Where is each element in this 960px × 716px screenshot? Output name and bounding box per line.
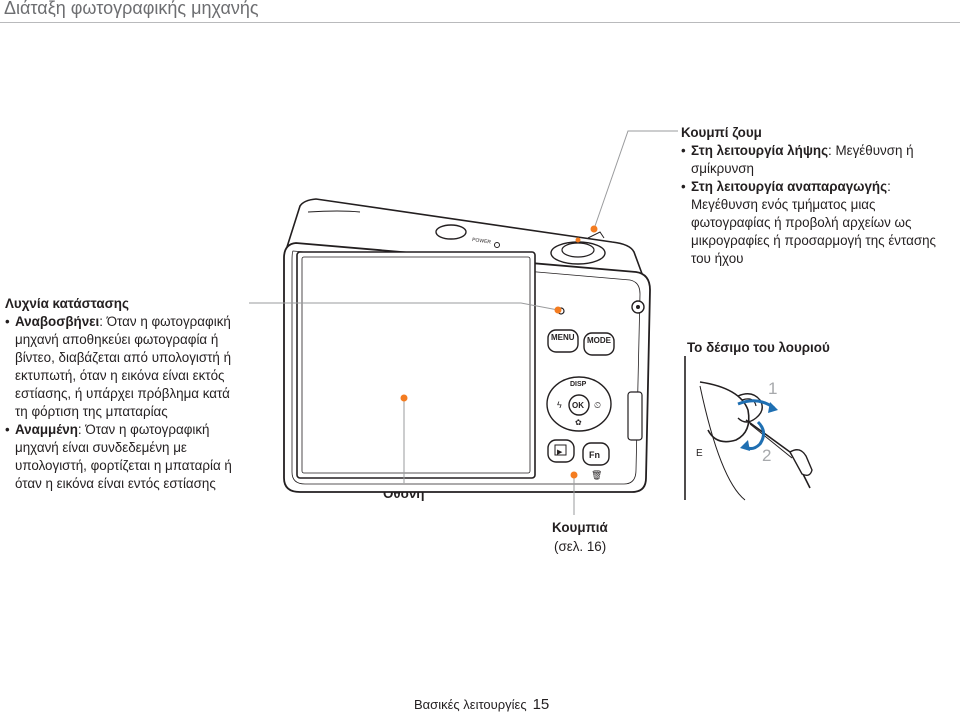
buttons-label: Κουμπιά: [552, 520, 608, 535]
strap-step-1: 1: [768, 379, 777, 398]
svg-text:E: E: [696, 448, 703, 459]
status-lamp-list: Αναβοσβήνει: Όταν η φωτογραφική μηχανή α…: [5, 313, 241, 493]
fn-button[interactable]: [582, 442, 610, 466]
shutter-button[interactable]: [561, 242, 595, 258]
footer-section: Βασικές λειτουργίες: [414, 697, 527, 712]
menu-button[interactable]: [547, 329, 579, 353]
menu-label: MENU: [551, 333, 575, 342]
disp-label: DISP: [570, 381, 587, 388]
usb-port-cover: [627, 391, 643, 441]
zoom-callout-list: Στη λειτουργία λήψης: Μεγέθυνση ή σμίκρυ…: [681, 142, 943, 268]
fn-label: Fn: [589, 450, 600, 460]
ok-button[interactable]: [568, 394, 590, 416]
strap-step-2: 2: [762, 446, 771, 465]
leader-lines: [249, 130, 678, 515]
strap-inset: E 1 2: [684, 356, 813, 501]
zoom-callout-item: Στη λειτουργία λήψης: Μεγέθυνση ή σμίκρυ…: [681, 142, 943, 178]
page-number: 15: [532, 696, 550, 713]
page-header-title: Διάταξη φωτογραφικής μηχανής: [4, 0, 259, 18]
delete-icon: 🗑: [591, 470, 602, 480]
status-lamp-title: Λυχνία κατάστασης: [5, 296, 129, 311]
ok-label: OK: [572, 401, 584, 410]
playback-icon: ▶: [557, 449, 563, 456]
zoom-callout-title: Κουμπί ζουμ: [681, 125, 762, 140]
zoom-callout-item: Στη λειτουργία αναπαραγωγής: Μεγέθυνση ε…: [681, 178, 943, 268]
status-lamp-item: Αναβοσβήνει: Όταν η φωτογραφική μηχανή α…: [5, 313, 241, 421]
power-label: POWER: [472, 237, 492, 246]
flash-icon: ϟ: [557, 400, 562, 410]
buttons-page-ref: (σελ. 16): [554, 539, 607, 554]
zoom-callout: Κουμπί ζουμ Στη λειτουργία λήψης: Μεγέθυ…: [681, 124, 943, 268]
page-footer: Βασικές λειτουργίες 15: [414, 696, 549, 713]
timer-icon: ⏲: [594, 400, 601, 410]
status-lamp-callout: Λυχνία κατάστασης Αναβοσβήνει: Όταν η φω…: [5, 295, 241, 493]
power-button[interactable]: [435, 224, 467, 240]
leader-points: [400, 225, 598, 479]
status-lamp-item: Αναμμένη: Όταν η φωτογραφική μηχανή είνα…: [5, 421, 241, 493]
mode-label: MODE: [587, 336, 612, 345]
power-lamp: [494, 242, 500, 248]
strap-title: Το δέσιμο του λουριού: [687, 340, 830, 355]
macro-icon: ✿: [575, 418, 582, 427]
header-divider: [0, 22, 960, 23]
mode-button[interactable]: [583, 332, 615, 356]
